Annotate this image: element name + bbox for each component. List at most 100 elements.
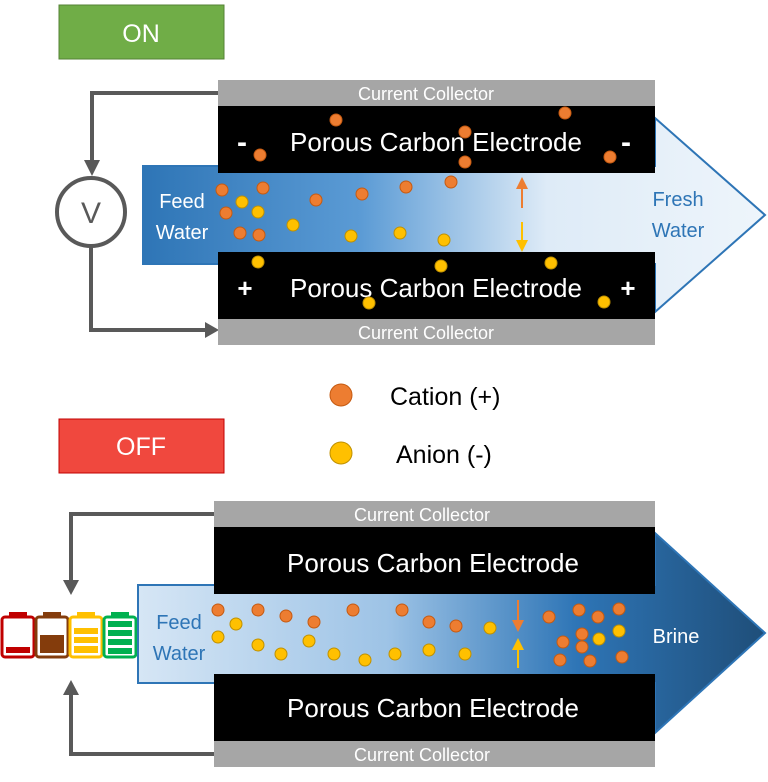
anion-particle bbox=[434, 259, 448, 273]
cation-particle bbox=[556, 635, 570, 649]
on-wire-top bbox=[90, 91, 218, 166]
anion-particle bbox=[251, 205, 265, 219]
cation-particle bbox=[307, 615, 321, 629]
cation-particle bbox=[253, 148, 267, 162]
cation-particle bbox=[449, 619, 463, 633]
on-fresh-label-line2: Water bbox=[652, 220, 705, 242]
off-wire-top bbox=[69, 512, 218, 585]
legend-anion-marker bbox=[329, 441, 353, 465]
anion-particle bbox=[483, 621, 497, 635]
battery-full-icon bbox=[102, 612, 138, 659]
on-feed-label-line1: Feed bbox=[159, 191, 205, 213]
on-fresh-label-line1: Fresh bbox=[652, 189, 703, 211]
cation-particle bbox=[215, 183, 229, 197]
off-brine-label: Brine bbox=[653, 626, 700, 648]
anion-particle bbox=[422, 643, 436, 657]
on-state-badge bbox=[58, 4, 225, 60]
cation-particle bbox=[233, 226, 247, 240]
on-bottom-collector-label: Current Collector bbox=[358, 323, 494, 343]
off-bottom-collector bbox=[214, 741, 655, 767]
battery-empty-icon bbox=[0, 612, 36, 659]
off-state-label: OFF bbox=[116, 433, 166, 461]
on-wire-bottom bbox=[89, 246, 205, 332]
cation-particle bbox=[603, 150, 617, 164]
cation-particle bbox=[329, 113, 343, 127]
cation-particle bbox=[346, 603, 360, 617]
anion-particle bbox=[327, 647, 341, 661]
legend: Cation (+) Anion (-) bbox=[329, 383, 500, 469]
off-top-electrode bbox=[214, 527, 655, 594]
on-bottom-electrode-label: Porous Carbon Electrode bbox=[290, 273, 582, 303]
anion-particle bbox=[437, 233, 451, 247]
off-feed-label-line1: Feed bbox=[156, 612, 202, 634]
anion-particle bbox=[235, 195, 249, 209]
anion-particle bbox=[251, 255, 265, 269]
on-bottom-collector bbox=[218, 319, 655, 345]
cation-particle bbox=[591, 610, 605, 624]
cation-particle bbox=[309, 193, 323, 207]
cation-particle bbox=[355, 187, 369, 201]
legend-cation-label: Cation (+) bbox=[390, 383, 500, 411]
on-top-electrode-label: Porous Carbon Electrode bbox=[290, 127, 582, 157]
off-bottom-electrode bbox=[214, 674, 655, 741]
on-bottom-sign-right: + bbox=[620, 273, 635, 303]
cation-particle bbox=[256, 181, 270, 195]
cation-particle bbox=[458, 125, 472, 139]
on-panel: ON V Current Collector Porous Carbon Ele… bbox=[55, 4, 767, 345]
cation-particle bbox=[395, 603, 409, 617]
cation-particle bbox=[458, 155, 472, 169]
cation-particle bbox=[583, 654, 597, 668]
anion-particle bbox=[251, 638, 265, 652]
off-bottom-electrode-label: Porous Carbon Electrode bbox=[287, 693, 579, 723]
on-wire-bottom-arrowhead bbox=[205, 322, 219, 338]
off-state-badge bbox=[58, 418, 225, 474]
off-top-collector bbox=[214, 501, 655, 527]
cation-particle bbox=[615, 650, 629, 664]
on-state-label: ON bbox=[122, 20, 160, 48]
cation-particle bbox=[251, 603, 265, 617]
anion-particle bbox=[229, 617, 243, 631]
cation-particle bbox=[399, 180, 413, 194]
anion-particle bbox=[592, 632, 606, 646]
on-top-sign-left: - bbox=[237, 126, 247, 159]
off-top-collector-label: Current Collector bbox=[354, 505, 490, 525]
off-wire-bottom bbox=[69, 692, 218, 756]
off-feed-label-line2: Water bbox=[153, 643, 206, 665]
cation-particle bbox=[422, 615, 436, 629]
anion-particle bbox=[358, 653, 372, 667]
cation-particle bbox=[211, 603, 225, 617]
off-panel: OFF bbox=[0, 418, 767, 767]
anion-particle bbox=[388, 647, 402, 661]
on-top-collector bbox=[218, 80, 655, 106]
battery-low-icon bbox=[34, 612, 70, 659]
anion-particle bbox=[274, 647, 288, 661]
anion-particle bbox=[597, 295, 611, 309]
off-bottom-collector-label: Current Collector bbox=[354, 745, 490, 765]
on-ions bbox=[215, 106, 617, 310]
anion-particle bbox=[302, 634, 316, 648]
cation-particle bbox=[575, 640, 589, 654]
off-top-electrode-label: Porous Carbon Electrode bbox=[287, 548, 579, 578]
on-top-sign-right: - bbox=[621, 126, 631, 159]
off-cation-release-arrowhead bbox=[512, 620, 524, 632]
legend-cation-marker bbox=[329, 383, 353, 407]
legend-anion-label: Anion (-) bbox=[396, 441, 492, 469]
off-wire-top-arrowhead bbox=[63, 580, 79, 595]
anion-particle bbox=[612, 624, 626, 638]
off-ions bbox=[211, 602, 629, 668]
on-top-collector-label: Current Collector bbox=[358, 84, 494, 104]
anion-particle bbox=[362, 296, 376, 310]
anion-particle bbox=[458, 647, 472, 661]
anion-particle bbox=[393, 226, 407, 240]
off-wire-bottom-arrowhead bbox=[63, 680, 79, 695]
cation-particle bbox=[612, 602, 626, 616]
cation-particle bbox=[279, 609, 293, 623]
cation-particle bbox=[572, 603, 586, 617]
cation-particle bbox=[575, 627, 589, 641]
on-cation-arrowhead bbox=[516, 177, 528, 189]
on-wire-top-arrowhead bbox=[84, 160, 100, 176]
cation-particle bbox=[219, 206, 233, 220]
off-anion-release-arrowhead bbox=[512, 638, 524, 650]
anion-particle bbox=[211, 630, 225, 644]
